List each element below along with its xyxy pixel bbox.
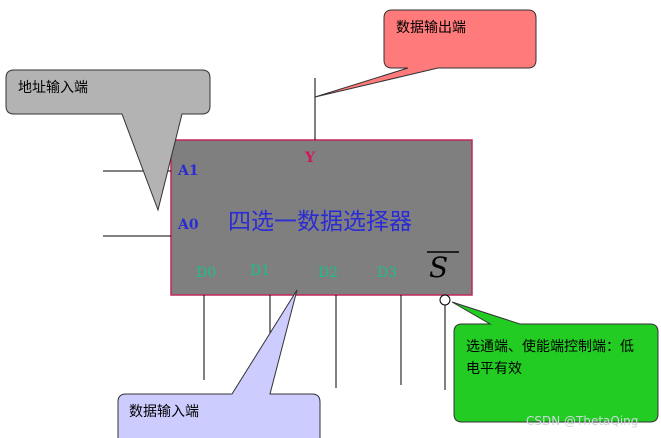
select-enable-label: 选通端、使能端控制端：低电平有效	[466, 339, 634, 377]
data-input-label: 数据输入端	[129, 404, 199, 420]
data-input-callout	[117, 289, 321, 438]
address-pin-a1: A1	[178, 163, 199, 179]
address-input-callout	[5, 69, 211, 212]
select-pin-s: S	[429, 251, 449, 284]
data-pin-d2: D2	[318, 265, 339, 281]
watermark: CSDN @ThetaQing	[526, 414, 639, 428]
data-output-callout	[314, 9, 537, 98]
address-pin-a0: A0	[178, 217, 199, 233]
address-input-label: 地址输入端	[18, 80, 88, 96]
output-pin-y: Y	[305, 150, 315, 166]
data-pin-d1: D1	[250, 263, 271, 279]
chip-title: 四选一数据选择器	[228, 209, 412, 235]
data-pin-d3: D3	[377, 265, 398, 281]
data-output-label: 数据输出端	[396, 20, 466, 36]
data-pin-d0: D0	[196, 265, 217, 281]
select-enable-callout	[451, 301, 659, 423]
select-inversion-bubble	[439, 294, 451, 306]
chip-body	[170, 139, 473, 296]
